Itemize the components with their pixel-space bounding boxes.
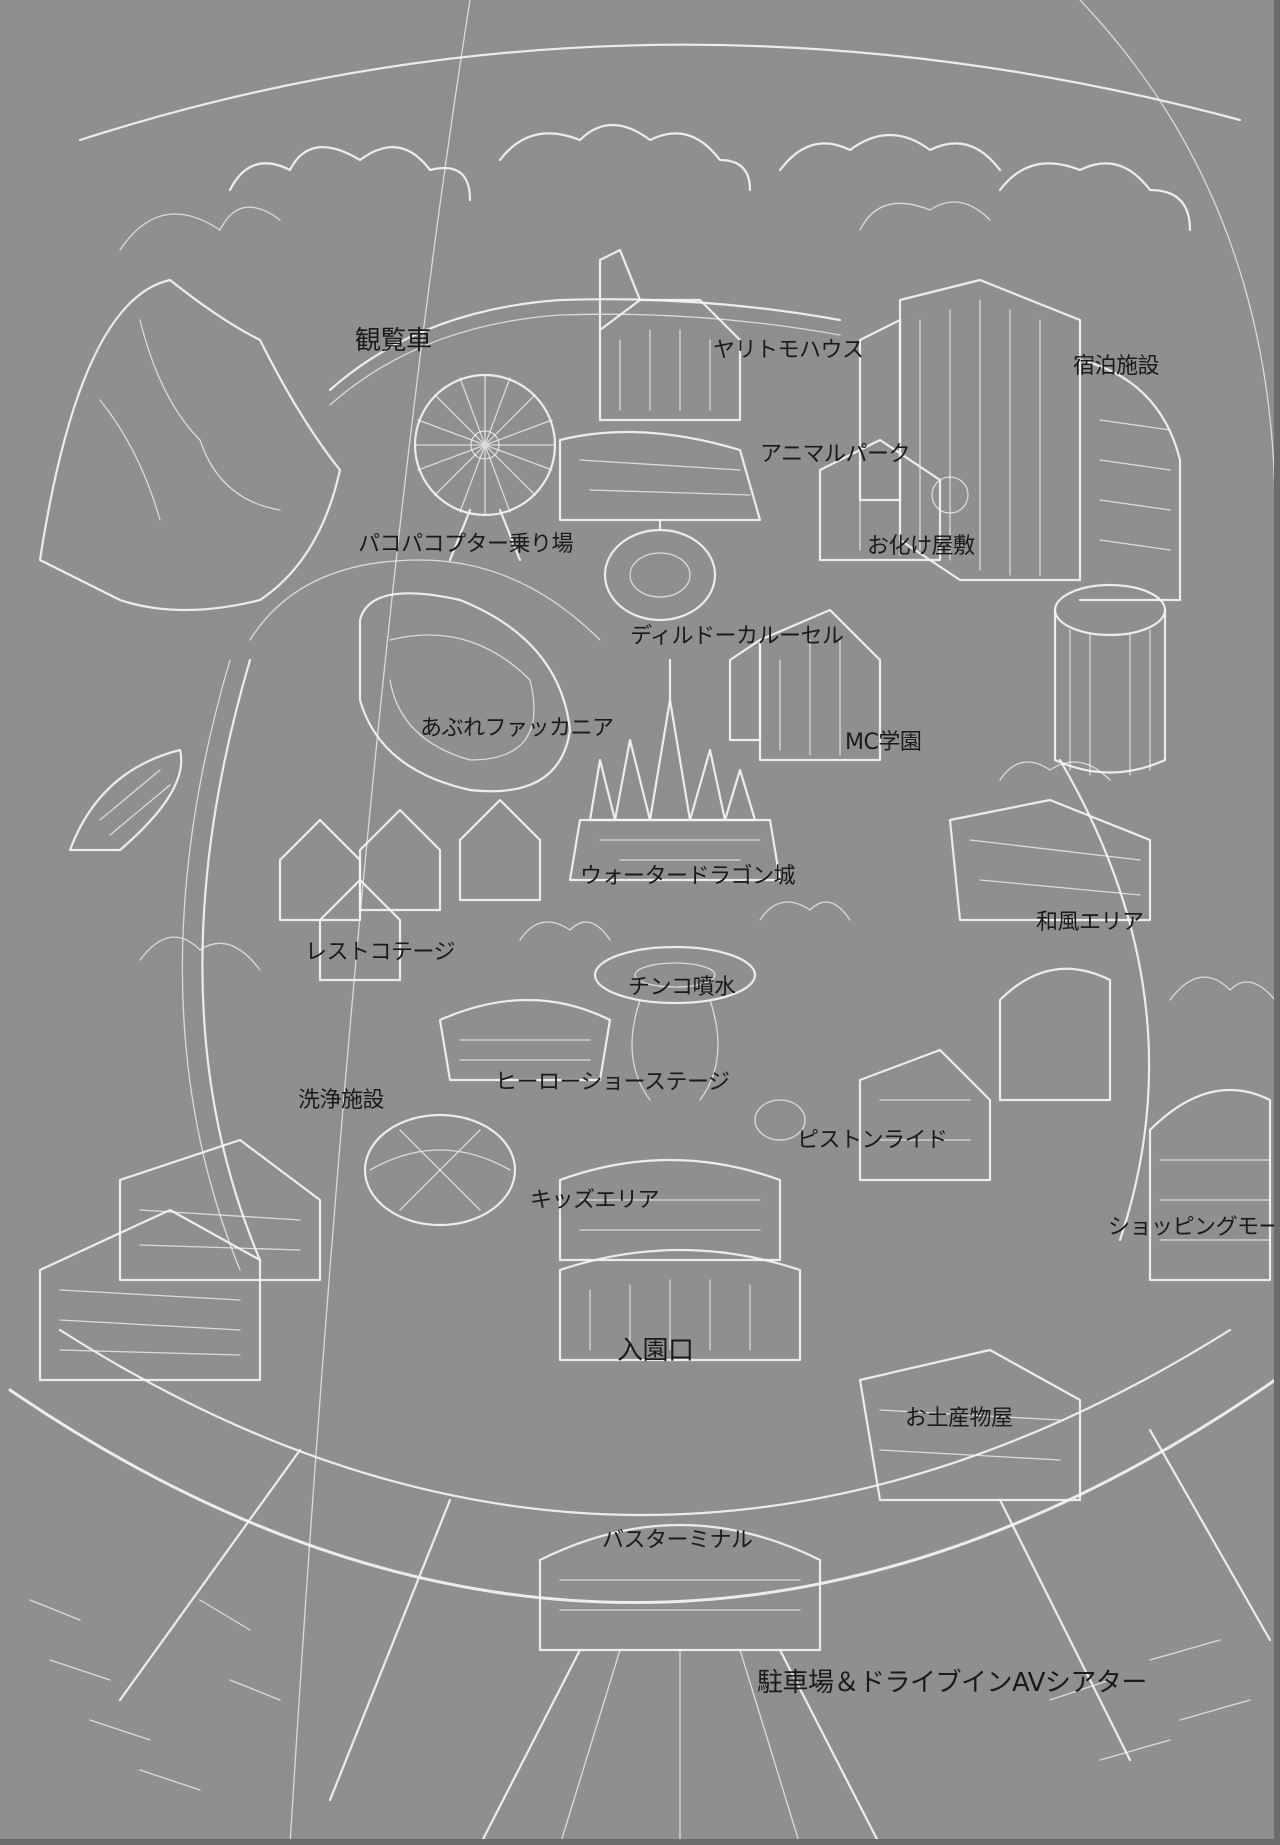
- animal-park-shape: [558, 430, 762, 522]
- outer-arc-top: [78, 43, 1242, 142]
- label-pakopako-copter: パコパコプター乗り場: [358, 532, 574, 557]
- road-ray-6: [1148, 1428, 1272, 1642]
- cloud-top-5: [119, 206, 281, 251]
- left-building-2: [118, 1138, 322, 1282]
- label-bus-terminal: バスターミナル: [602, 1528, 753, 1553]
- road-ray-4: [328, 1498, 452, 1802]
- bus-terminal-shape: [538, 1523, 822, 1652]
- japanese-garden-shape: [948, 798, 1152, 922]
- souvenir-shop-shape: [858, 1348, 1082, 1502]
- rest-cottage-2: [358, 808, 442, 912]
- outer-arc-line: [289, 0, 471, 1845]
- boat-shape: [68, 748, 183, 852]
- label-mc-academy: MC学園: [845, 730, 922, 755]
- parking-lines-right: [1049, 1639, 1251, 1761]
- outer-arc-right: [1079, 0, 1276, 501]
- trees-center-left: [519, 921, 611, 941]
- kids-area-shape: [558, 1158, 782, 1262]
- label-entrance: 入園口: [617, 1336, 694, 1366]
- cloud-left-mid: [139, 936, 261, 971]
- piston-ride-shape: [858, 1048, 992, 1182]
- label-souvenir-shop: お土産物屋: [905, 1406, 1013, 1431]
- label-parking-drive-in: 駐車場＆ドライブインAVシアター: [757, 1668, 1147, 1698]
- label-haunted-house: お化け屋敷: [867, 534, 975, 559]
- rest-cottage-4: [458, 798, 542, 902]
- shopping-mall-shape: [1148, 1088, 1272, 1282]
- label-yaritomo-house: ヤリトモハウス: [713, 338, 864, 363]
- label-laundry-facility: 洗浄施設: [298, 1088, 385, 1113]
- fountain-basin: [593, 945, 757, 1005]
- aburare-loop-outer: [358, 592, 572, 793]
- label-water-dragon-castle: ウォータードラゴン城: [580, 864, 796, 889]
- ring-road-left: [201, 658, 262, 1262]
- road-ray-5: [998, 1498, 1132, 1762]
- road-ray-2: [778, 1648, 882, 1845]
- hero-stage-shape: [438, 998, 612, 1082]
- coaster-track-top: [328, 298, 842, 392]
- castle-shape: [588, 698, 757, 822]
- cloud-top-3: [778, 133, 1002, 172]
- mountain-left-detail: [139, 319, 281, 511]
- label-chinko-fountain: チンコ噴水: [628, 975, 736, 1000]
- entrance-gate: [558, 1248, 802, 1362]
- laundry-dome: [363, 1113, 517, 1227]
- cloud-right: [1169, 976, 1276, 1001]
- cloud-top-1: [228, 146, 472, 202]
- mountain-left: [38, 278, 342, 612]
- ring-road-outer: [8, 1378, 1277, 1604]
- label-ferris-wheel: 観覧車: [355, 326, 432, 356]
- cloud-top-4: [998, 162, 1192, 232]
- ring-road-inner: [58, 1328, 1232, 1516]
- label-japanese-garden: 和風エリア: [1036, 910, 1144, 935]
- label-shopping-mall: ショッピングモー: [1108, 1215, 1280, 1240]
- road-ray-3: [118, 1448, 302, 1702]
- cloud-top-2: [498, 123, 752, 192]
- haunted-house-shape: [818, 438, 942, 562]
- parking-lines-left: [29, 1599, 281, 1791]
- label-hero-show-stage: ヒーローショーステージ: [495, 1070, 730, 1095]
- left-building-1: [38, 1208, 262, 1382]
- label-dildo-carousel: ディルドーカルーセル: [630, 624, 844, 649]
- label-lodging: 宿泊施設: [1073, 354, 1160, 379]
- lodging-tower-2: [1078, 358, 1182, 602]
- road-ray-1: [478, 1648, 582, 1845]
- label-animal-park: アニマルパーク: [760, 442, 911, 467]
- label-aburare-fakkania: あぶれファッカニア: [420, 716, 614, 741]
- trees-center-right: [759, 901, 851, 921]
- rest-cottage-3: [318, 878, 402, 982]
- ring-road-right: [1058, 758, 1151, 1242]
- cloud-top-6: [859, 201, 991, 231]
- label-rest-cottage: レストコテージ: [305, 940, 456, 965]
- label-piston-ride: ピストンライド: [797, 1128, 948, 1153]
- mountain-left-detail-2: [99, 399, 161, 521]
- label-kids-area: キッズエリア: [530, 1188, 660, 1213]
